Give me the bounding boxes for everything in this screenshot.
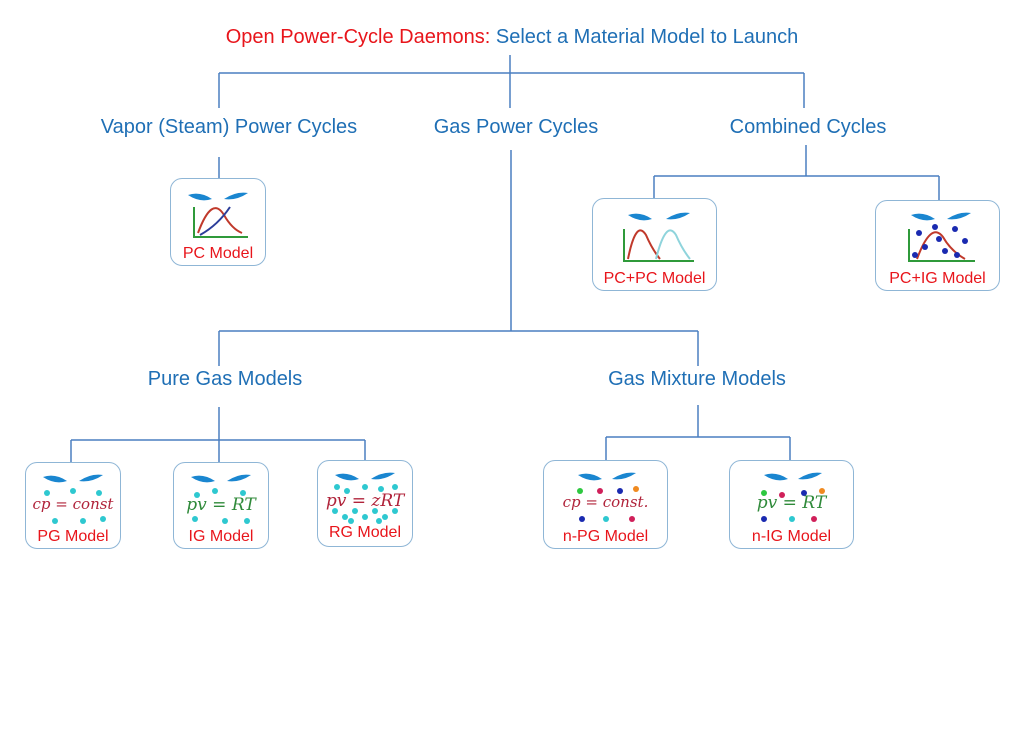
category-pure-gas-models: Pure Gas Models xyxy=(147,368,303,390)
title-main: Select a Material Model to Launch xyxy=(495,26,799,48)
n-pg-model-label: n-PG Model xyxy=(562,528,649,545)
pc-model-button[interactable]: PC Model xyxy=(170,178,266,266)
category-combined-cycles: Combined Cycles xyxy=(729,116,887,138)
pc-ig-model-button[interactable]: PC+IG Model xyxy=(875,200,1000,291)
pg-model-label: PG Model xyxy=(37,528,109,545)
title-prefix: Open Power-Cycle Daemons: xyxy=(225,26,491,48)
category-vapor-power-cycles: Vapor (Steam) Power Cycles xyxy=(100,116,358,138)
pc-ig-model-label: PC+IG Model xyxy=(889,270,986,287)
pc-pc-model-button[interactable]: PC+PC Model xyxy=(592,198,717,291)
vapor-dome-chart-icon xyxy=(188,192,248,238)
gas-particles-icon xyxy=(43,474,106,524)
gas-particles-icon xyxy=(576,472,639,522)
n-ig-formula: pv = RT xyxy=(756,493,827,513)
gas-particles-icon xyxy=(760,472,825,522)
ig-formula: pv = RT xyxy=(186,495,256,515)
rg-formula: pv = zRT xyxy=(325,491,405,511)
dome-with-particles-icon xyxy=(907,212,975,262)
n-pg-formula: cp = const. xyxy=(562,493,649,511)
category-gas-power-cycles: Gas Power Cycles xyxy=(433,116,599,138)
page-title: Open Power-Cycle Daemons: Select a Mater… xyxy=(0,26,1024,49)
pc-model-label: PC Model xyxy=(182,245,254,262)
n-ig-model-label: n-IG Model xyxy=(751,528,832,545)
gas-particles-icon xyxy=(332,472,398,524)
ig-model-button[interactable]: pv = RT IG Model xyxy=(173,462,269,549)
rg-model-button[interactable]: pv = zRT RG Model xyxy=(317,460,413,547)
n-ig-model-button[interactable]: pv = RT n-IG Model xyxy=(729,460,854,549)
gas-particles-icon xyxy=(191,474,251,524)
category-gas-mixture-models: Gas Mixture Models xyxy=(608,368,786,390)
pg-model-button[interactable]: cp = const PG Model xyxy=(25,462,121,549)
n-pg-model-button[interactable]: cp = const. n-PG Model xyxy=(543,460,668,549)
double-dome-chart-icon xyxy=(622,212,694,262)
pc-pc-model-label: PC+PC Model xyxy=(603,270,706,287)
rg-model-label: RG Model xyxy=(328,524,402,541)
pg-formula: cp = const xyxy=(32,495,114,513)
ig-model-label: IG Model xyxy=(188,528,254,545)
